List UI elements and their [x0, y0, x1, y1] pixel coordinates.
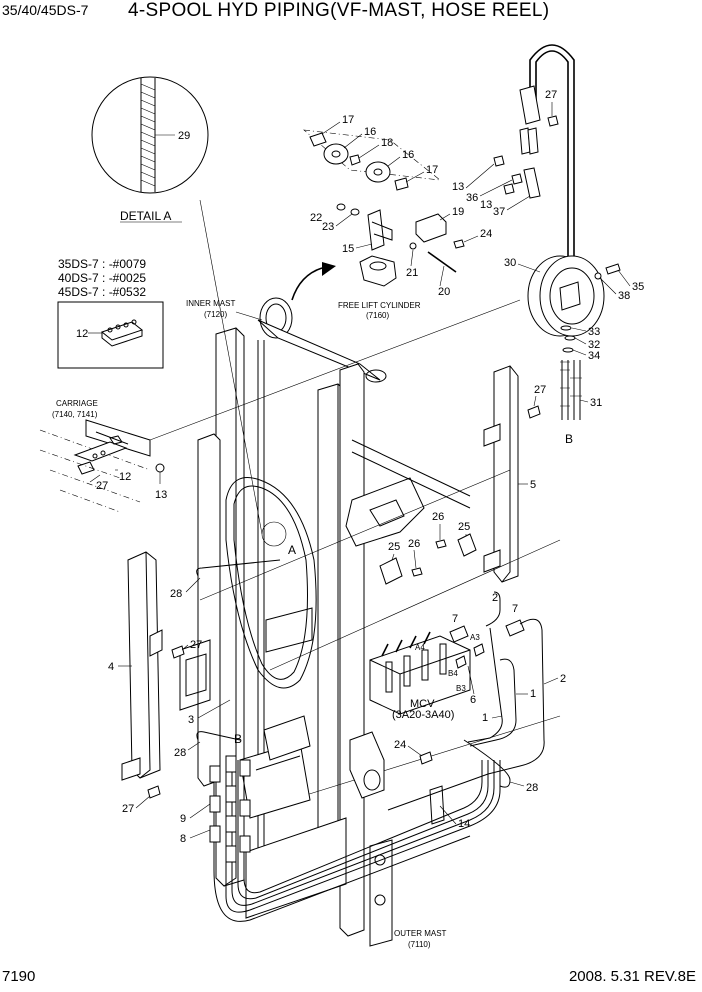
callout-29: 29 — [178, 130, 190, 142]
callout-30: 30 — [504, 257, 516, 269]
callout-22: 22 — [310, 212, 322, 224]
callout-27-bracket5: 27 — [534, 384, 546, 396]
serial-applicability: 35DS-7 : -#0079 40DS-7 : -#0025 45DS-7 :… — [57, 257, 164, 369]
callout-32: 32 — [588, 339, 600, 351]
callout-3: 3 — [188, 714, 194, 726]
hose-bundle: 14 — [213, 760, 501, 922]
callout-24-lower: 24 — [394, 739, 406, 751]
callout-27-bracket4: 27 — [190, 639, 202, 651]
callout-2-right: 2 — [560, 673, 566, 685]
callout-5: 5 — [530, 479, 536, 491]
tie-clips: 28 28 3 28 — [170, 559, 538, 794]
callout-17-top: 17 — [342, 114, 354, 126]
callout-26-upper: 26 — [432, 511, 444, 523]
callout-6: 6 — [470, 694, 476, 706]
callout-23: 23 — [322, 221, 334, 233]
callout-26-lower: 26 — [408, 538, 420, 550]
free-lift-ref: (7160) — [366, 311, 389, 320]
port-b4: B4 — [448, 669, 458, 678]
callout-13-reel-b: 13 — [480, 199, 492, 211]
mcv-ref: (3A20-3A40) — [392, 709, 454, 721]
callout-33: 33 — [588, 326, 600, 338]
view-a-marker: A — [288, 543, 296, 557]
callout-18: 18 — [381, 137, 393, 149]
outer-mast-label: OUTER MAST — [394, 929, 447, 938]
callout-28-lower: 28 — [174, 747, 186, 759]
callout-27-reel-top: 27 — [545, 89, 557, 101]
callout-38: 38 — [618, 290, 630, 302]
callout-9: 9 — [180, 813, 186, 825]
view-b-marker: B — [234, 732, 242, 746]
bracket-5: 27 5 — [483, 365, 546, 583]
view-b-reel: B — [565, 432, 573, 446]
callout-31: 31 — [590, 397, 602, 409]
inner-mast-ref: (7120) — [204, 310, 227, 319]
callout-36: 36 — [466, 192, 478, 204]
page-number: 7190 — [2, 968, 36, 985]
serial-45ds7: 45DS-7 : -#0532 — [58, 285, 146, 299]
model-number: 35/40/45DS-7 — [2, 2, 89, 18]
callout-7-right: 7 — [512, 603, 518, 615]
callout-21: 21 — [406, 267, 418, 279]
callout-16-bottom: 16 — [402, 149, 414, 161]
callout-12: 12 — [76, 328, 88, 340]
callout-8: 8 — [180, 833, 186, 845]
port-b3: B3 — [456, 684, 466, 693]
callout-7-left: 7 — [452, 613, 458, 625]
serial-35ds7: 35DS-7 : -#0079 — [58, 257, 146, 271]
callout-14: 14 — [458, 818, 470, 830]
callout-17-bottom: 17 — [426, 164, 438, 176]
callout-20: 20 — [438, 286, 450, 298]
callout-1-lower: 1 — [482, 712, 488, 724]
callout-19: 19 — [452, 206, 464, 218]
callout-28-right: 28 — [526, 782, 538, 794]
callout-35: 35 — [632, 281, 644, 293]
outer-mast-ref: (7110) — [408, 940, 431, 949]
page-title: 4-SPOOL HYD PIPING(VF-MAST, HOSE REEL) — [128, 0, 550, 21]
callout-13-reel-a: 13 — [452, 181, 464, 193]
bracket-4: 4 27 27 — [108, 551, 202, 815]
callout-25-lower: 25 — [388, 541, 400, 553]
mast-structure: INNER MAST (7120) A — [149, 199, 561, 949]
detail-a-title: DETAIL A — [120, 209, 171, 223]
callout-37: 37 — [493, 206, 505, 218]
callout-4: 4 — [108, 661, 114, 673]
carriage-ref: (7140, 7141) — [52, 410, 98, 419]
callout-27-carriage: 27 — [96, 480, 108, 492]
detail-a: 29 DETAIL A — [91, 76, 209, 223]
callout-28-upper: 28 — [170, 588, 182, 600]
mcv-label: MCV — [410, 698, 435, 710]
port-a3: A3 — [470, 633, 480, 642]
serial-40ds7: 40DS-7 : -#0025 — [58, 271, 146, 285]
carriage-detail: CARRIAGE (7140, 7141) 27 12 13 — [39, 399, 167, 513]
free-lift-parts: 17 16 18 16 17 22 23 15 19 — [291, 114, 492, 320]
callout-16-top: 16 — [364, 126, 376, 138]
callout-1-right: 1 — [530, 688, 536, 700]
callout-13-carriage: 13 — [155, 489, 167, 501]
port-a4: A4 — [415, 643, 425, 652]
free-lift-label: FREE LIFT CYLINDER — [338, 301, 421, 310]
mcv-valve: A4 A3 B4 B3 MCV (3A20-3A40) 7 7 6 2 2 1 … — [369, 591, 566, 811]
callout-2-top: 2 — [492, 592, 498, 604]
hose-reel: 27 13 36 13 37 30 35 38 33 32 — [452, 44, 644, 446]
callout-24-top: 24 — [480, 228, 492, 240]
callout-27-bottom: 27 — [122, 803, 134, 815]
brackets-25-26: 26 25 25 26 — [379, 511, 477, 585]
callout-25-upper: 25 — [458, 521, 470, 533]
revision-date: 2008. 5.31 REV.8E — [568, 968, 696, 985]
callout-15: 15 — [342, 243, 354, 255]
callout-12-carriage: 12 — [119, 471, 131, 483]
lower-fittings: B 9 8 — [180, 732, 251, 863]
callout-34: 34 — [588, 350, 600, 362]
inner-mast-label: INNER MAST — [186, 299, 235, 308]
carriage-label: CARRIAGE — [56, 399, 98, 408]
